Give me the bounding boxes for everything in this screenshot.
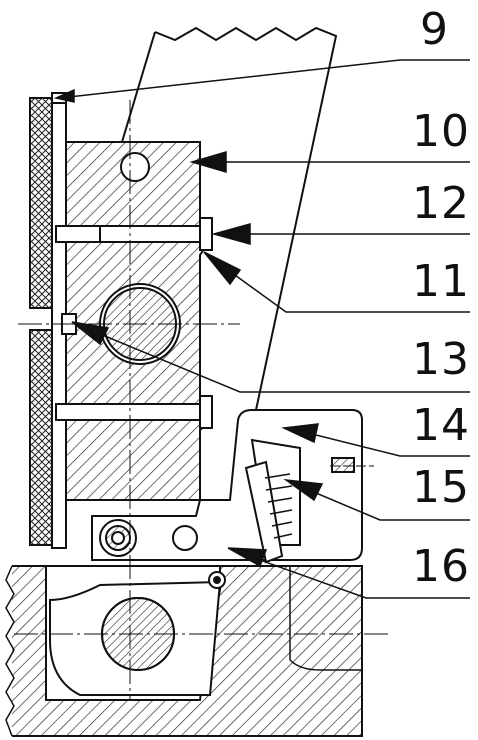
bolt-upper-head: [199, 217, 213, 251]
leader-9: [59, 59, 470, 99]
callout-label-14: 14: [412, 400, 470, 451]
bolt-lower-head: [199, 395, 213, 429]
spring-coils: [264, 473, 293, 539]
callout-label-12: 12: [412, 178, 470, 229]
bolt-lower: [55, 403, 213, 421]
callout-label-9: 9: [420, 4, 449, 55]
leader-15: [289, 481, 470, 521]
callout-label-10: 10: [412, 106, 470, 157]
bolt-upper: [55, 225, 213, 243]
leader-16: [231, 549, 470, 599]
callout-label-15: 15: [412, 462, 470, 513]
callout-label-11: 11: [412, 256, 470, 307]
callout-label-16: 16: [412, 541, 470, 592]
leader-14: [287, 427, 470, 457]
bore-hole: [120, 152, 150, 182]
upper-frame-outline: [121, 26, 338, 411]
spring-plate: [244, 460, 284, 564]
leader-13: [75, 323, 470, 393]
break-line: [5, 565, 15, 737]
set-screw: [331, 457, 355, 473]
pin-hole: [172, 525, 198, 551]
callout-label-13: 13: [412, 334, 470, 385]
friction-lining-lower: [29, 329, 53, 546]
friction-lining-upper: [29, 97, 53, 309]
